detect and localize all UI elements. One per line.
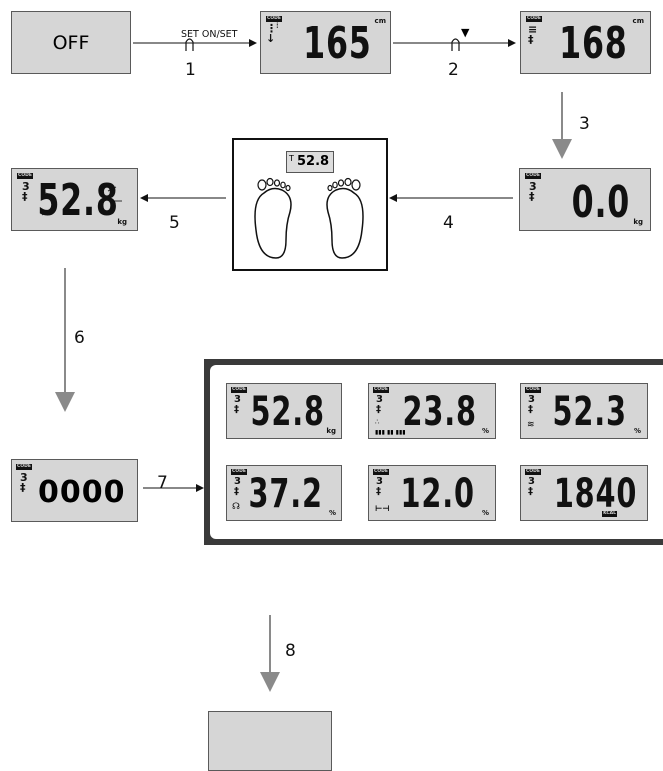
final-off-display [208,711,332,771]
step-5-number: 5 [169,213,180,233]
flash-rays-icon [41,186,122,216]
analysis-display: CODE 3‡ 0000 [11,459,138,522]
weight-value: 52.8 [37,175,119,226]
step-8-number: 8 [285,641,296,661]
height-set-display: CODE ≡‡ 168 cm [520,11,651,74]
result-fat-unit: % [481,427,489,435]
person-icon: 3‡ [22,180,30,203]
weight-unit: kg [633,218,643,226]
result-water-unit: % [633,427,641,435]
zero-display: CODE 3‡ 0.0 kg [519,168,651,231]
code-badge: CODE [525,387,541,393]
code-badge: CODE [373,387,389,393]
result-bone-display: CODE 3‡ ⊢⊣ 12.0 % [368,465,496,521]
result-weight-unit: kg [326,427,336,435]
person-icon: 3‡ [234,476,241,497]
result-bone-value: 12.0 [400,471,475,517]
step-3-number: 3 [579,114,590,134]
set-button-label: SET ON/SET [181,29,238,40]
result-muscle-display: CODE 3‡ ☊ 37.2 % [226,465,342,521]
code-badge: CODE [17,173,33,179]
code-badge: CODE [231,469,247,475]
off-label: OFF [52,32,90,54]
step-1-number: 1 [185,60,196,80]
bone-icon: ⊢⊣ [375,504,390,513]
weight-unit: kg [117,218,127,226]
fat-icon: ∴ [375,418,380,426]
person-icon: 3‡ [529,180,537,203]
height-unit: cm [632,17,644,25]
code-badge: CODE [525,173,541,179]
person-icon: ⋮↓ [266,22,277,45]
result-calories-value: 1840 [553,471,637,517]
scale-mini-display: T 52.8 [286,151,334,173]
code-badge: CODE [525,469,541,475]
height-unit: cm [374,17,386,25]
muscle-icon: ☊ [232,502,240,512]
person-icon: 3‡ [528,394,535,415]
person-icon: 3‡ [234,394,241,415]
off-display: OFF [11,11,131,74]
result-fat-display: CODE 3‡ ∴ ▮▮▮ ▮▮ ▮▮▮ 23.8 % [368,383,496,439]
height-set-value: 168 [559,18,628,69]
fat-bar-icon: ▮▮▮ ▮▮ ▮▮▮ [375,429,406,436]
code-badge: CODE [16,464,32,470]
result-water-display: CODE 3‡ ≋ 52.3 % [520,383,648,439]
person-icon: T [289,154,294,163]
result-weight-display: CODE 3‡ 52.8 kg [226,383,342,439]
person-icon: 3‡ [20,471,28,494]
height-initial-value: 165 [303,18,372,69]
result-water-value: 52.3 [552,389,627,435]
finger-press-icon [449,36,462,52]
person-icon: ≡‡ [528,23,538,46]
code-badge: CODE [373,469,389,475]
weight-display: CODE 3‡ 52.8 kg [11,168,138,231]
water-icon: ≋ [527,420,535,430]
scale-platform: T 52.8 [232,138,388,271]
feet-icon [254,177,364,259]
step-6-number: 6 [74,328,85,348]
result-fat-value: 23.8 [402,389,477,435]
result-calories-display: CODE 3‡ 1840 KCAL [520,465,648,521]
result-muscle-unit: % [328,509,336,517]
result-weight-value: 52.8 [250,389,325,435]
person-icon: 3‡ [528,476,535,497]
person-icon: 3‡ [376,394,383,415]
step-7-number: 7 [157,473,168,493]
finger-press-icon [183,36,196,52]
code-badge: CODE [231,387,247,393]
code-badge: CODE [266,16,282,22]
step-4-number: 4 [443,213,454,233]
height-initial-display: CODE ⋮↓ ⁞ 165 cm [260,11,391,74]
result-muscle-value: 37.2 [248,471,323,517]
step-2-number: 2 [448,60,459,80]
flash-rays-icon: ⁞ [276,21,279,30]
code-badge: CODE [526,16,542,22]
result-calories-unit: KCAL [602,511,617,517]
analysis-value: 0000 [38,475,126,510]
zero-value: 0.0 [571,177,630,228]
triangle-down-icon: ▼ [461,26,470,39]
result-bone-unit: % [481,509,489,517]
scale-mini-value: 52.8 [297,154,330,169]
person-icon: 3‡ [376,476,383,497]
